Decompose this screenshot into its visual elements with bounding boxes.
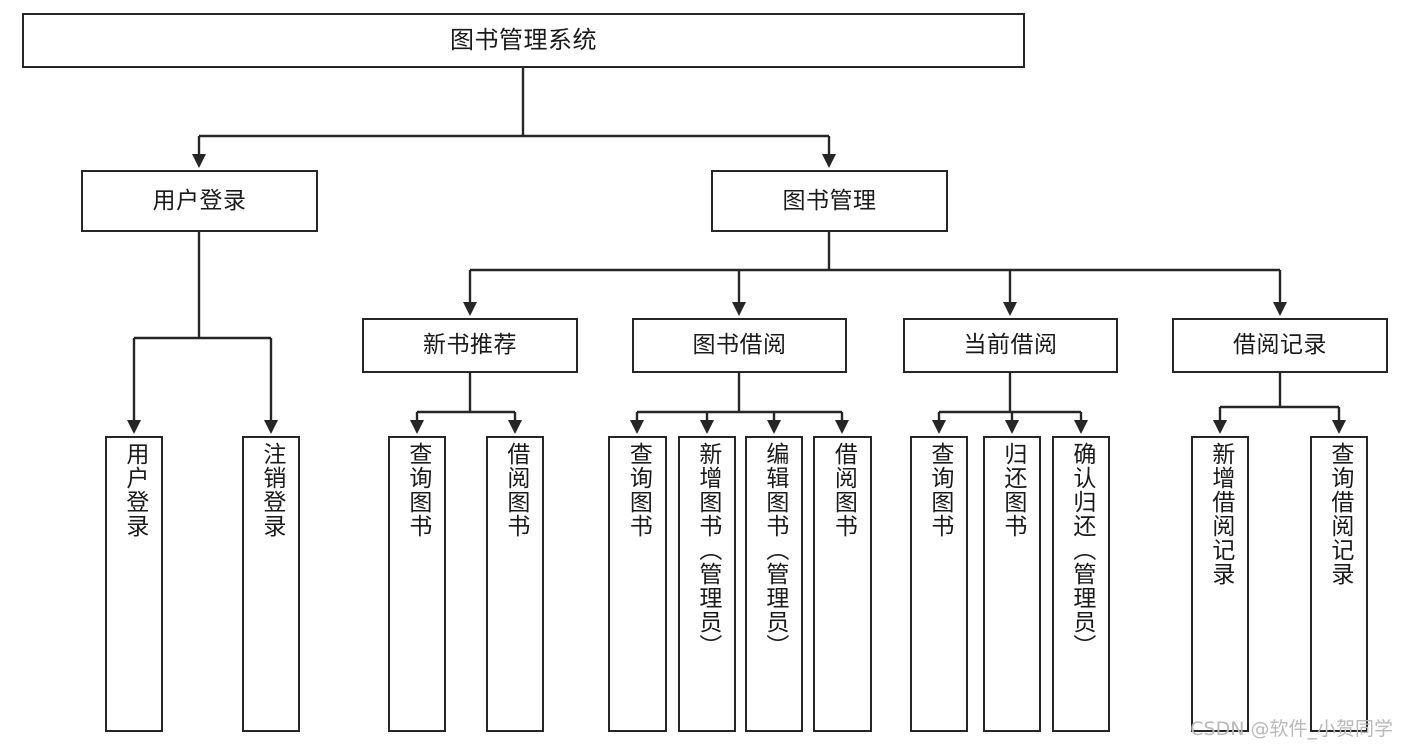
leaf-label: 确认归还（管理员） [1068,442,1095,658]
node-root[interactable]: 图书管理系统 [22,13,1025,68]
node-book-borrow-label: 图书借阅 [692,332,787,359]
leaf-node-confirm-return-admin[interactable]: 确认归还（管理员） [1052,436,1110,732]
leaf-node-return-book[interactable]: 归还图书 [983,436,1041,732]
node-user-login[interactable]: 用户登录 [81,170,318,232]
leaf-node-edit-book-admin[interactable]: 编辑图书（管理员） [745,436,803,732]
leaf-node-query-book-borrow[interactable]: 查询图书 [608,436,667,732]
leaf-label: 借阅图书 [830,442,857,538]
node-borrow-record[interactable]: 借阅记录 [1172,318,1388,373]
node-new-book-recommend[interactable]: 新书推荐 [362,318,578,373]
node-borrow-record-label: 借阅记录 [1233,332,1327,359]
node-book-borrow[interactable]: 图书借阅 [632,318,847,373]
leaf-label: 新增借阅记录 [1207,442,1234,586]
node-current-borrow-label: 当前借阅 [963,332,1058,359]
leaf-node-add-book-admin[interactable]: 新增图书（管理员） [678,436,736,732]
node-new-book-recommend-label: 新书推荐 [423,332,517,359]
node-book-management-label: 图书管理 [782,187,877,214]
leaf-label: 注销登录 [258,442,285,538]
node-user-login-label: 用户登录 [152,187,247,214]
leaf-label: 归还图书 [999,442,1026,538]
leaf-node-query-borrow-record[interactable]: 查询借阅记录 [1310,436,1368,732]
leaf-label: 新增图书（管理员） [694,442,721,658]
leaf-label: 查询图书 [404,442,431,538]
leaf-node-borrow-book[interactable]: 借阅图书 [813,436,872,732]
leaf-node-borrow-book-recommend[interactable]: 借阅图书 [486,436,544,732]
leaf-label: 借阅图书 [502,442,529,538]
leaf-label: 查询图书 [625,442,652,538]
leaf-label: 编辑图书（管理员） [761,442,788,658]
leaf-node-logout[interactable]: 注销登录 [242,436,300,732]
node-root-label: 图书管理系统 [450,25,597,54]
leaf-label: 查询图书 [926,442,953,538]
leaf-label: 查询借阅记录 [1326,442,1353,586]
node-current-borrow[interactable]: 当前借阅 [903,318,1118,373]
node-book-management[interactable]: 图书管理 [711,170,948,232]
leaf-node-add-borrow-record[interactable]: 新增借阅记录 [1191,436,1249,732]
leaf-node-user-login[interactable]: 用户登录 [105,436,163,732]
leaf-node-query-book-current[interactable]: 查询图书 [910,436,968,732]
leaf-label: 用户登录 [121,442,148,538]
leaf-node-query-book-recommend[interactable]: 查询图书 [388,436,446,732]
